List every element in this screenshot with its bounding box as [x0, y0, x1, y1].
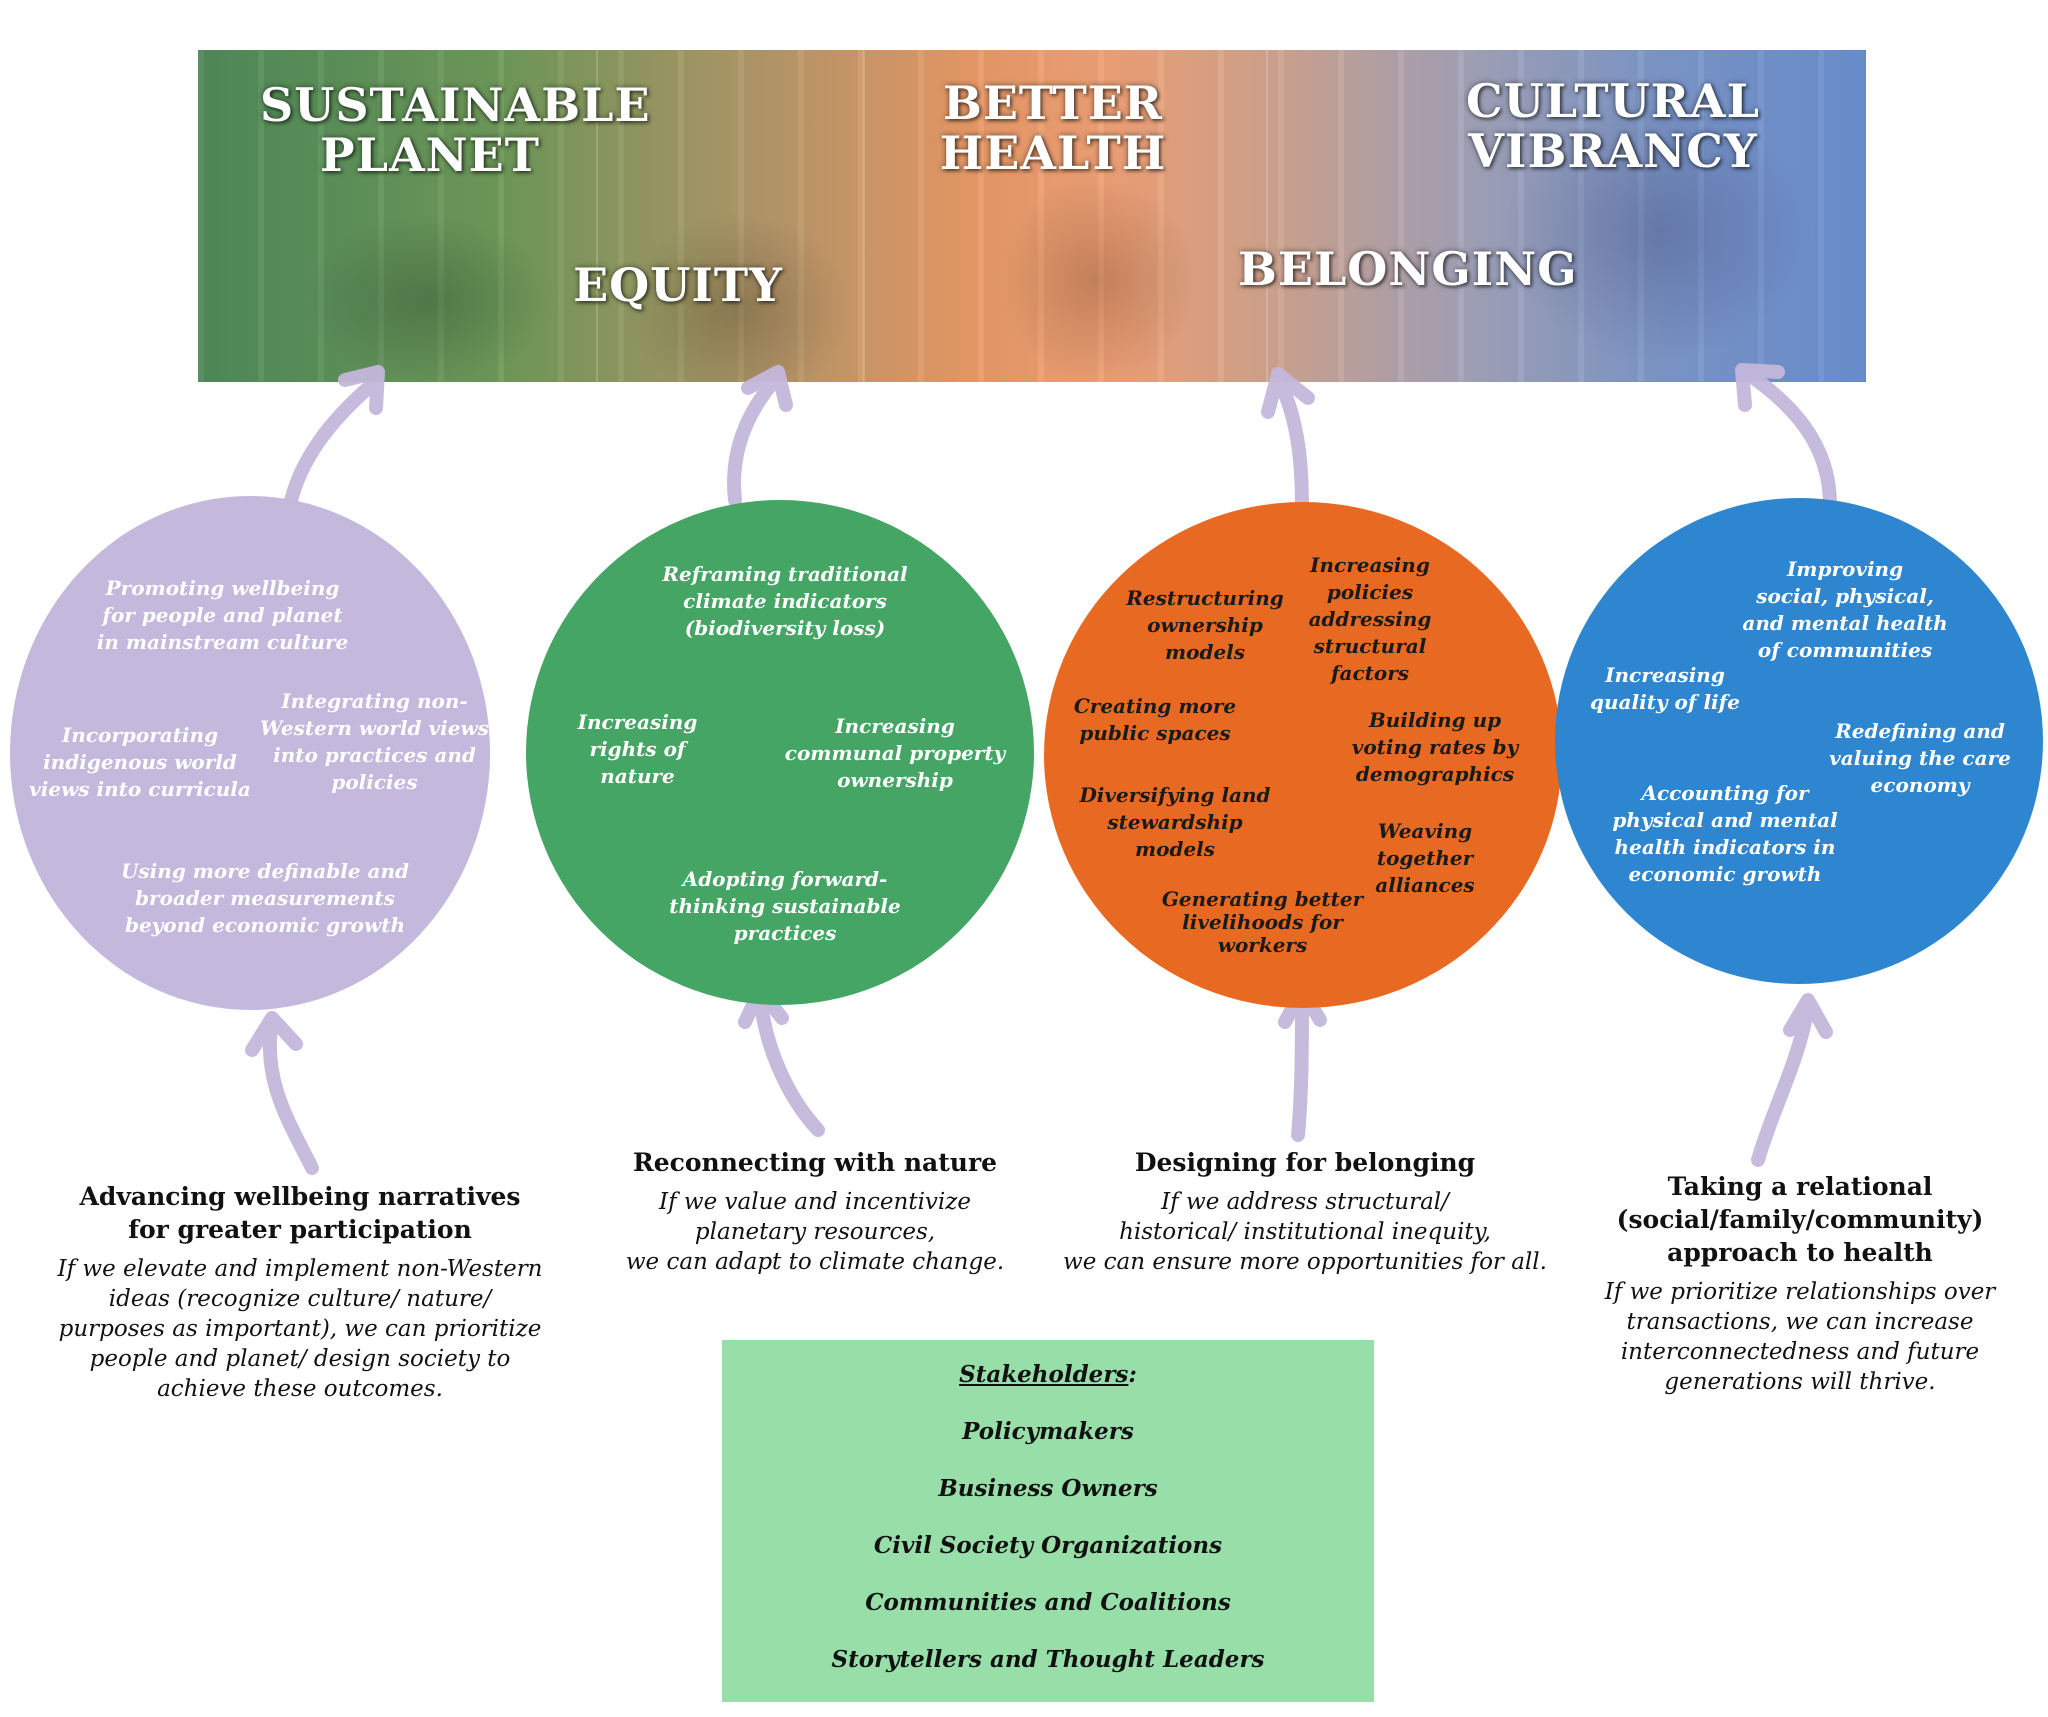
caption-title: Reconnecting with nature: [632, 1148, 998, 1177]
caption-title: Advancing wellbeing narratives for great…: [79, 1182, 521, 1244]
caption-reconnecting-nature: Reconnecting with nature If we value and…: [580, 1146, 1050, 1277]
banner-divider: [863, 50, 865, 382]
stakeholders-heading-label: Stakeholders: [959, 1361, 1129, 1388]
circle-item: Increasing policies addressing structura…: [1308, 553, 1432, 685]
circle-item: Weaving together alliances: [1375, 819, 1475, 897]
arrow-up-icon: [738, 983, 825, 1137]
banner-divider: [596, 50, 598, 382]
arrow-up-icon: [727, 365, 793, 507]
circle-item: Using more definable and broader measure…: [120, 859, 410, 937]
circle-wellbeing-narratives: [10, 496, 490, 1010]
circle-item: Redefining and valuing the care economy: [1829, 719, 2011, 797]
caption-wellbeing-narratives: Advancing wellbeing narratives for great…: [30, 1180, 570, 1404]
arrow-up-icon: [245, 1011, 319, 1175]
circle-item: Restructuring ownership models: [1126, 586, 1284, 664]
circle-item: Promoting wellbeing for people and plane…: [96, 576, 349, 654]
circle-item: Increasing rights of nature: [577, 710, 698, 788]
arrow-up-icon: [283, 365, 385, 512]
circle-item: Accounting for physical and mental healt…: [1612, 781, 1838, 886]
banner-word-sustainable-planet: SUSTAINABLE PLANET: [260, 78, 651, 182]
stakeholder-item: Communities and Coalitions: [865, 1589, 1231, 1616]
stakeholders-heading-colon: :: [1128, 1361, 1137, 1388]
caption-text: If we address structural/ historical/ in…: [1063, 1189, 1547, 1275]
circle-item: Reframing traditional climate indicators…: [662, 562, 908, 640]
caption-text: If we value and incentivize planetary re…: [625, 1189, 1005, 1275]
caption-relational-health: Taking a relational (social/family/commu…: [1580, 1170, 2020, 1397]
stakeholders-box: Stakeholders: Policymakers Business Owne…: [722, 1340, 1374, 1702]
banner-word-equity: EQUITY: [573, 258, 783, 312]
circle-designing-belonging: [1044, 502, 1562, 1008]
arrow-up-icon: [1261, 367, 1315, 517]
circle-item: Building up voting rates by demographics: [1351, 708, 1519, 786]
circle-item: Integrating non- Western world views int…: [260, 689, 489, 794]
stakeholder-item: Civil Society Organizations: [873, 1532, 1223, 1559]
circle-item: Increasing communal property ownership: [784, 714, 1006, 792]
banner-word-cultural-vibrancy: CULTURAL VIBRANCY: [1466, 74, 1760, 178]
caption-title: Taking a relational (social/family/commu…: [1616, 1172, 1984, 1267]
banner-photo-overlay: [198, 50, 1866, 382]
stakeholder-item: Business Owners: [938, 1475, 1158, 1502]
circle-item: Incorporating indigenous world views int…: [29, 723, 251, 801]
arrow-up-icon: [1735, 363, 1837, 512]
circle-item: Generating better livelihoods for worker…: [1161, 887, 1364, 957]
stakeholders-heading: Stakeholders:: [722, 1360, 1374, 1390]
stakeholder-item: Policymakers: [962, 1418, 1134, 1445]
caption-text: If we elevate and implement non-Western …: [57, 1256, 543, 1402]
circle-item: Adopting forward- thinking sustainable p…: [669, 867, 901, 945]
stakeholder-item: Storytellers and Thought Leaders: [831, 1646, 1265, 1673]
banner-word-better-health: BETTER HEALTH: [939, 76, 1167, 180]
banner-divider: [1266, 50, 1268, 382]
banner-image: SUSTAINABLE PLANET BETTER HEALTH CULTURA…: [198, 50, 1866, 382]
circle-item: Diversifying land stewardship models: [1079, 783, 1271, 861]
circle-reconnecting-nature: [526, 500, 1034, 1005]
arrow-up-icon: [1278, 983, 1327, 1142]
caption-designing-belonging: Designing for belonging If we address st…: [1050, 1146, 1560, 1277]
caption-title: Designing for belonging: [1134, 1148, 1476, 1177]
circle-item: Improving social, physical, and mental h…: [1742, 557, 1948, 662]
arrow-up-icon: [1751, 993, 1833, 1167]
circle-item: Increasing quality of life: [1590, 663, 1740, 714]
circle-relational-health: [1555, 498, 2043, 984]
circle-item: Creating more public spaces: [1073, 694, 1237, 745]
caption-text: If we prioritize relationships over tran…: [1604, 1279, 1996, 1395]
banner-word-belonging: BELONGING: [1238, 242, 1578, 296]
